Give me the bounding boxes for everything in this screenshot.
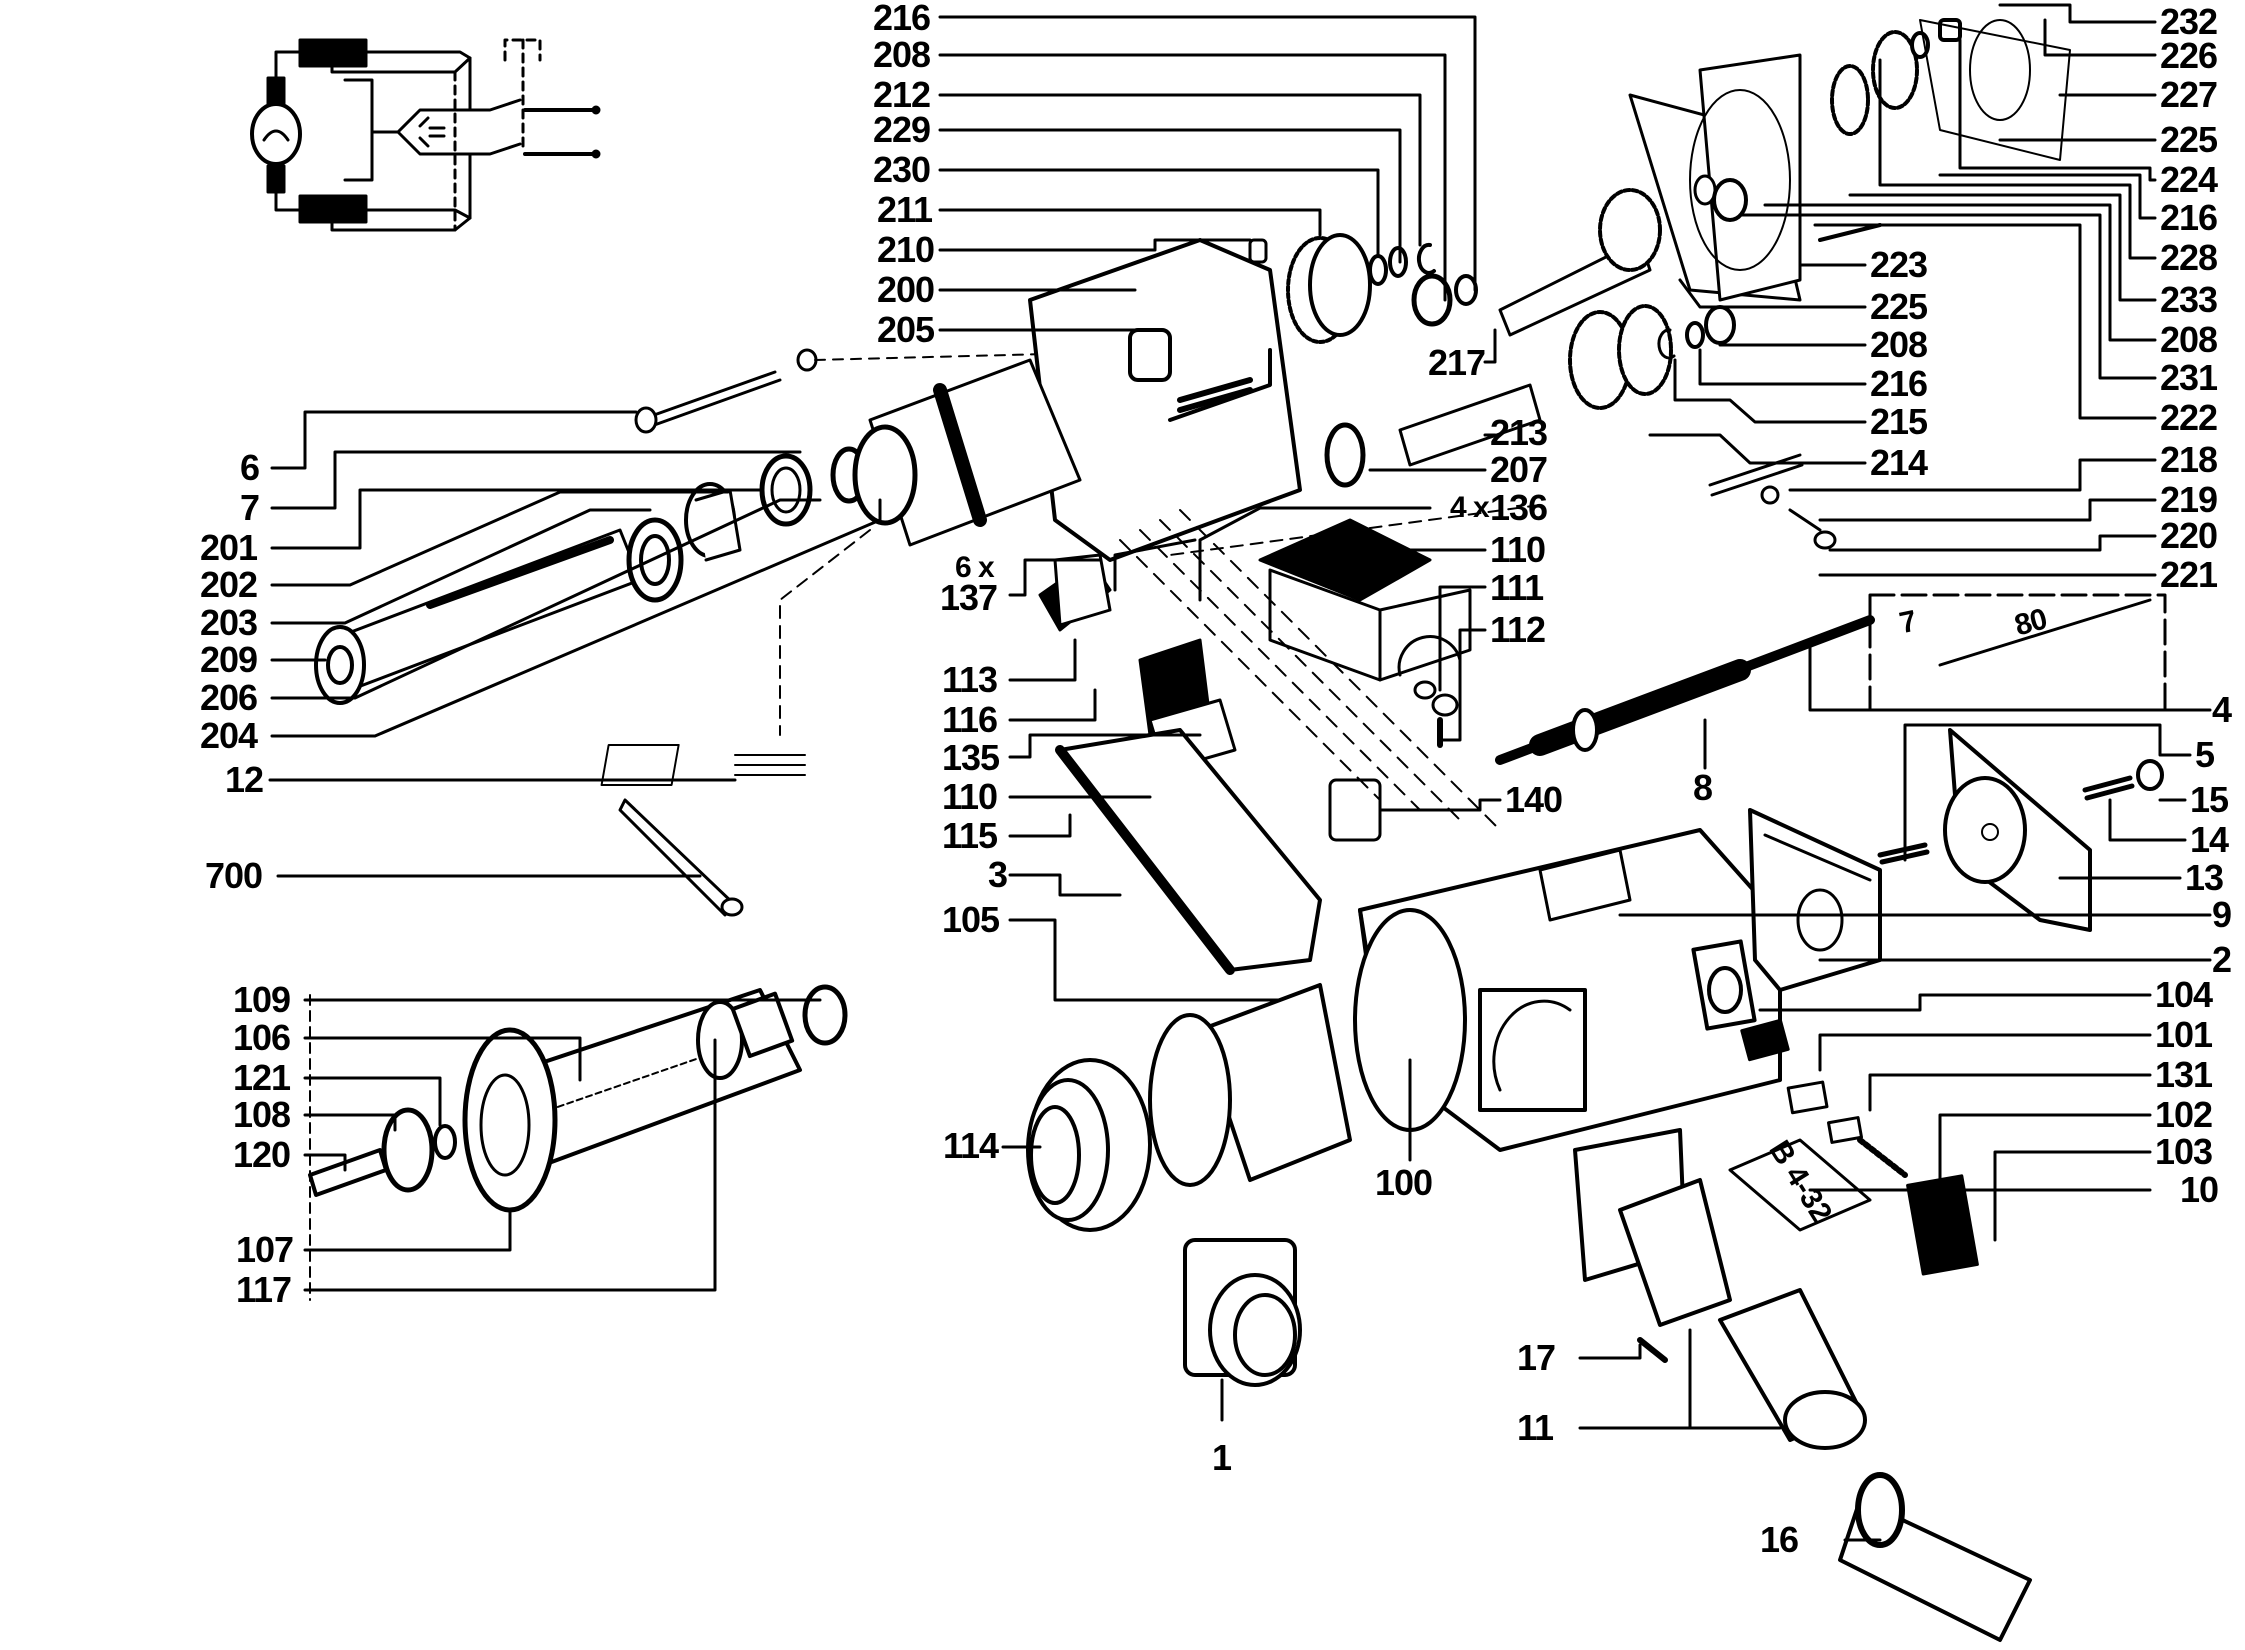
callout-13: 13 (2185, 857, 2224, 898)
callout-100: 100 (1375, 1162, 1433, 1203)
callout-112: 112 (1490, 609, 1546, 650)
callout-200: 200 (877, 269, 935, 310)
leader-lines (268, 3, 2212, 1542)
callout-9: 9 (2212, 894, 2232, 935)
callout-211: 211 (877, 189, 933, 230)
callout-219: 219 (2160, 479, 2218, 520)
callout-205: 205 (877, 309, 935, 350)
callout-116: 116 (942, 699, 998, 740)
callout-136: 136 (1490, 487, 1548, 528)
callout-135: 135 (942, 737, 1000, 778)
armature-assembly (308, 984, 848, 1213)
callout-17: 17 (1517, 1337, 1556, 1378)
motor-housing (1026, 728, 2164, 1642)
callout-214: 214 (1870, 442, 1928, 483)
callout-233: 233 (2160, 279, 2218, 320)
callout-207: 207 (1490, 449, 1548, 490)
callout-111: 111 (1490, 567, 1544, 608)
callout-221: 221 (2160, 554, 2218, 595)
callout-12: 12 (225, 759, 264, 800)
nameplate (1728, 1138, 1872, 1232)
callout-216: 216 (873, 0, 931, 38)
callout-7: 7 (240, 487, 260, 528)
callout-208: 208 (873, 34, 931, 75)
callout-230: 230 (873, 149, 931, 190)
spindle-assembly (314, 233, 1478, 917)
callout-117: 117 (236, 1269, 292, 1310)
callout-228: 228 (2160, 237, 2218, 278)
callout-213: 213 (1490, 412, 1548, 453)
callout-224: 224 (2160, 159, 2218, 200)
callout-216-outer: 216 (2160, 197, 2218, 238)
callout-1: 1 (1212, 1437, 1232, 1478)
callout-110-handle: 110 (942, 776, 998, 817)
callout-137-qty: 6 x (955, 551, 995, 584)
callout-2: 2 (2212, 939, 2232, 980)
callout-215: 215 (1870, 401, 1928, 442)
callout-227: 227 (2160, 74, 2218, 115)
callout-225-outer: 225 (2160, 119, 2218, 160)
callout-201: 201 (200, 527, 258, 568)
callout-222: 222 (2160, 397, 2218, 438)
callout-108: 108 (233, 1094, 291, 1135)
callout-15: 15 (2190, 779, 2229, 820)
callout-120: 120 (233, 1134, 291, 1175)
callout-6: 6 (240, 447, 260, 488)
callout-102: 102 (2155, 1094, 2213, 1135)
callout-103: 103 (2155, 1131, 2213, 1172)
callout-206: 206 (200, 677, 258, 718)
callout-137: 137 (940, 577, 998, 618)
callout-229: 229 (873, 109, 931, 150)
callout-107: 107 (236, 1229, 294, 1270)
callout-101: 101 (2155, 1014, 2213, 1055)
callout-136-qty: 4 x (1450, 491, 1490, 524)
callout-114: 114 (943, 1125, 999, 1166)
callout-220: 220 (2160, 515, 2218, 556)
callout-113: 113 (942, 659, 998, 700)
field-coil-top (298, 38, 368, 68)
callout-232: 232 (2160, 1, 2218, 42)
field-coil-bottom (298, 194, 368, 224)
callout-223: 223 (1870, 244, 1928, 285)
callout-212: 212 (873, 74, 931, 115)
handle-switch-assembly (1038, 509, 1501, 975)
callout-14: 14 (2190, 819, 2229, 860)
callout-204: 204 (200, 715, 258, 756)
callout-226: 226 (2160, 35, 2218, 76)
callout-700: 700 (205, 855, 263, 896)
callout-104: 104 (2155, 974, 2213, 1015)
callout-115: 115 (942, 815, 998, 856)
callout-105: 105 (942, 899, 1000, 940)
wiring-schematic (250, 38, 601, 232)
callout-8: 8 (1693, 767, 1713, 808)
callout-121: 121 (233, 1057, 291, 1098)
callout-218: 218 (2160, 439, 2218, 480)
callout-10: 10 (2180, 1169, 2219, 1210)
callout-209: 209 (200, 639, 258, 680)
callout-11: 11 (1517, 1407, 1554, 1448)
callout-231: 231 (2160, 357, 2218, 398)
callout-109: 109 (233, 979, 291, 1020)
callout-217: 217 (1428, 342, 1486, 383)
callout-203: 203 (200, 602, 258, 643)
callout-140: 140 (1505, 779, 1563, 820)
callout-216-inner: 216 (1870, 363, 1928, 404)
callout-208-inner: 208 (1870, 324, 1928, 365)
callout-110-cover: 110 (1490, 529, 1546, 570)
callout-4: 4 (2212, 689, 2232, 730)
callout-106: 106 (233, 1017, 291, 1058)
callout-202: 202 (200, 564, 258, 605)
callout-131: 131 (2155, 1054, 2213, 1095)
power-cord (1495, 593, 2167, 765)
callout-16: 16 (1760, 1519, 1799, 1560)
callout-3: 3 (988, 854, 1008, 895)
motor-symbol-icon (250, 102, 302, 166)
callout-210: 210 (877, 229, 935, 270)
callout-225-inner: 225 (1870, 286, 1928, 327)
callout-5: 5 (2195, 734, 2215, 775)
callout-208-outer: 208 (2160, 319, 2218, 360)
